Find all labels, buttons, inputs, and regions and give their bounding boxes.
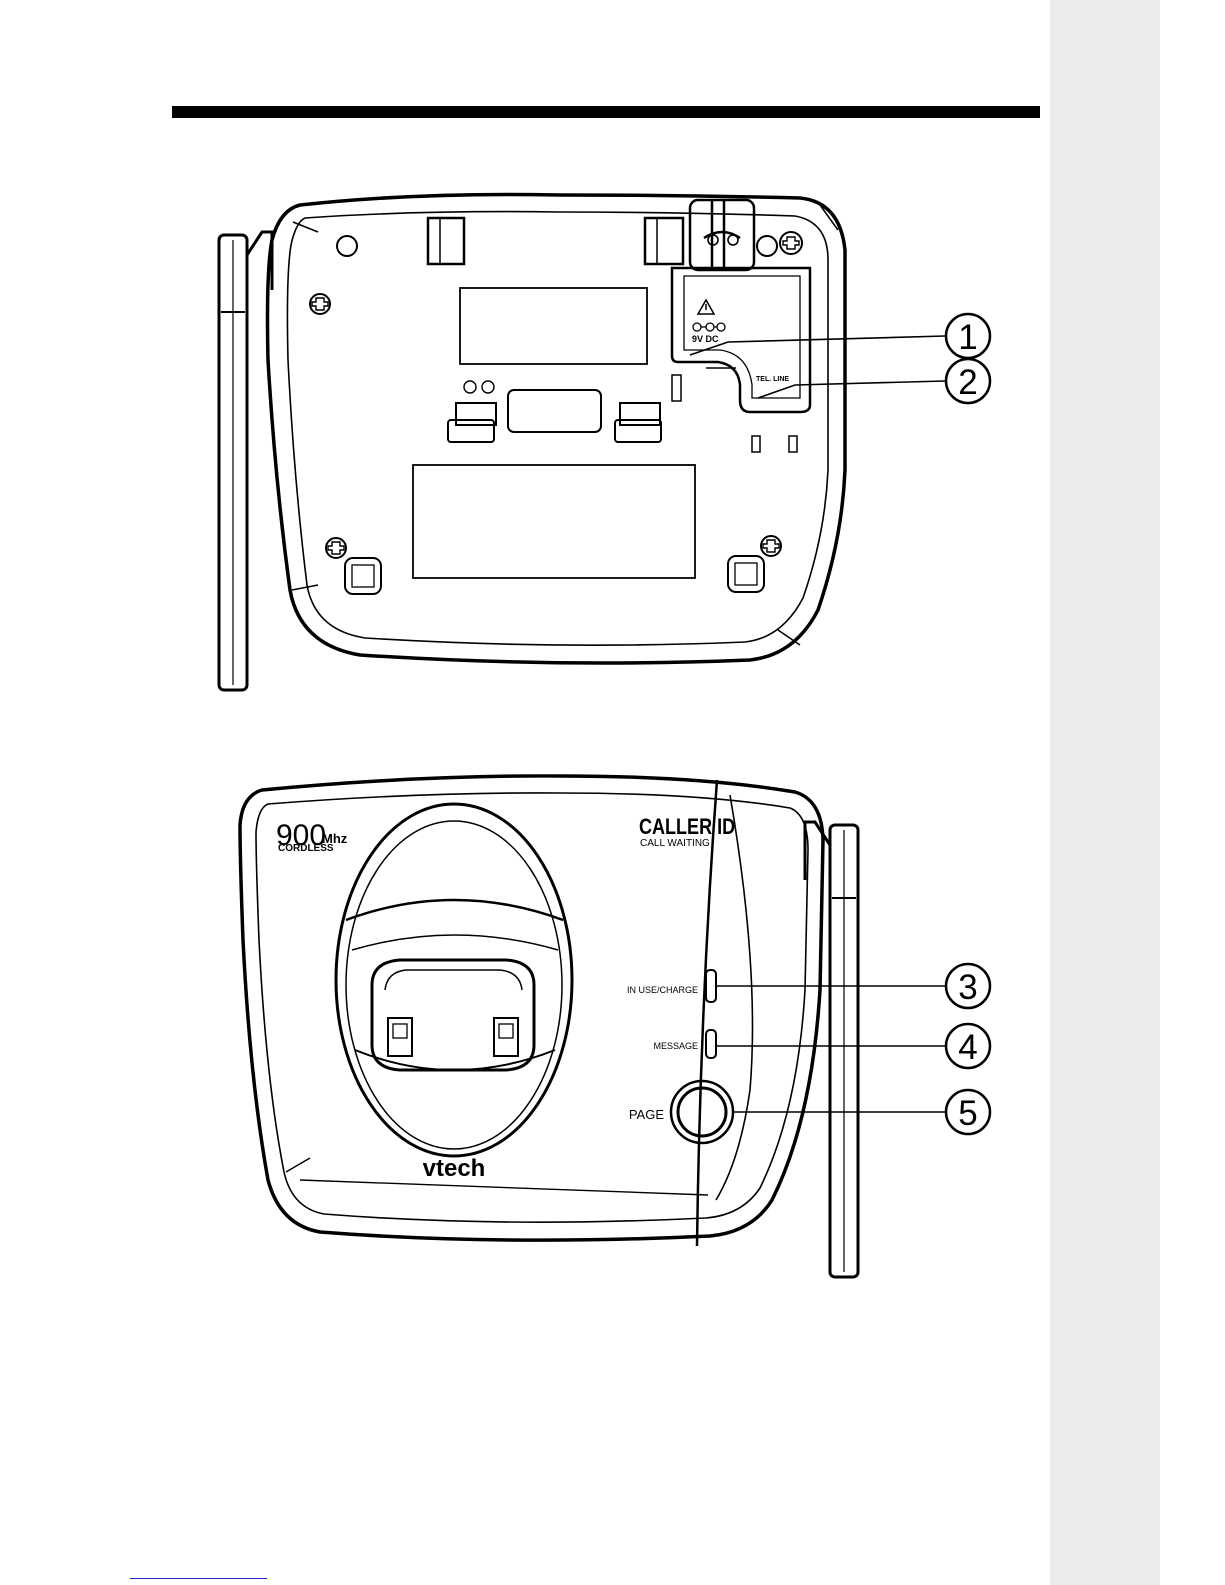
foot-tab bbox=[448, 403, 496, 442]
base-bottom-view bbox=[219, 194, 845, 690]
label-area-lower bbox=[413, 465, 695, 578]
message-led bbox=[706, 1030, 716, 1058]
callout-2: 2 bbox=[946, 359, 990, 403]
callout-3: 3 bbox=[946, 964, 990, 1008]
screw-icon bbox=[780, 232, 802, 254]
feature-subtitle: CALL WAITING bbox=[640, 838, 710, 849]
rubber-foot bbox=[345, 558, 381, 594]
polarity-icon bbox=[693, 323, 725, 331]
rubber-foot bbox=[728, 556, 764, 592]
foot-tab bbox=[615, 403, 661, 442]
screw-icon bbox=[310, 294, 330, 314]
handset-cradle bbox=[336, 804, 572, 1156]
callout-1: 1 bbox=[946, 314, 990, 358]
svg-text:1: 1 bbox=[958, 318, 977, 357]
callout-leaders bbox=[690, 336, 945, 1112]
cordless-label: CORDLESS bbox=[278, 843, 334, 854]
jack-line-label: TEL. LINE bbox=[756, 376, 789, 383]
message-led-label: MESSAGE bbox=[653, 1041, 698, 1051]
svg-text:4: 4 bbox=[958, 1028, 977, 1067]
page-button-label: PAGE bbox=[629, 1107, 664, 1122]
screw-icon bbox=[761, 536, 781, 556]
bottom-antenna bbox=[219, 232, 272, 690]
callout-5: 5 bbox=[946, 1090, 990, 1134]
brand-logo: vtech bbox=[423, 1155, 486, 1182]
svg-text:5: 5 bbox=[958, 1094, 977, 1133]
svg-text:2: 2 bbox=[958, 363, 977, 402]
screw-icon bbox=[326, 538, 346, 558]
svg-text:3: 3 bbox=[958, 968, 977, 1007]
inuse-led-label: IN USE/CHARGE bbox=[627, 985, 698, 995]
cord-clip bbox=[690, 200, 754, 270]
inuse-led bbox=[706, 970, 716, 1002]
feature-title: CALLER ID bbox=[639, 815, 735, 839]
label-area-upper bbox=[460, 288, 647, 364]
page-button[interactable] bbox=[671, 1081, 733, 1143]
bottom-housing-outer bbox=[268, 194, 846, 663]
callout-4: 4 bbox=[946, 1024, 990, 1068]
warning-icon bbox=[698, 300, 714, 314]
jack-power-label: 9V DC bbox=[692, 334, 719, 344]
